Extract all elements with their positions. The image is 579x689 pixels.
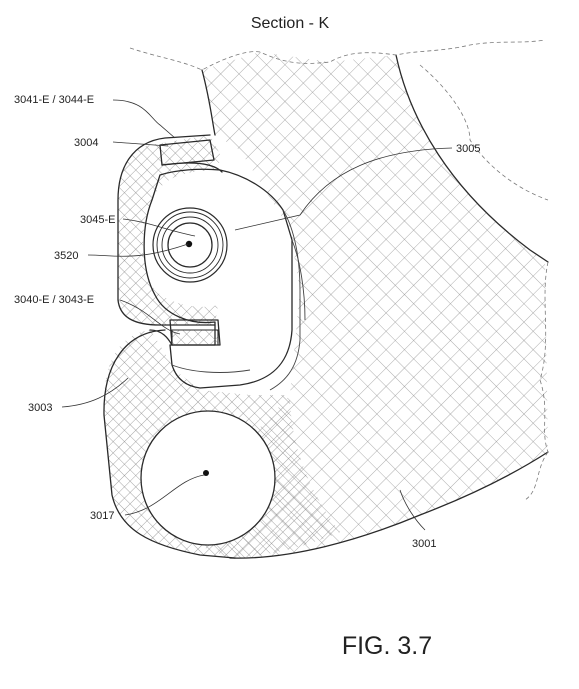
part-3003-outline [103, 329, 236, 559]
break-lines [129, 39, 549, 501]
body-left-edge [201, 69, 216, 136]
label-3017: 3017 [90, 510, 114, 522]
bore-3017 [140, 410, 276, 546]
label-3001: 3001 [412, 538, 436, 550]
label-3003: 3003 [28, 402, 52, 414]
figure-label: FIG. 3.7 [342, 632, 432, 660]
label-3045-e: 3045-E [80, 214, 115, 226]
label-3004: 3004 [74, 137, 98, 149]
body-right-edge [395, 54, 549, 263]
label-3005: 3005 [456, 143, 480, 155]
label-3520: 3520 [54, 250, 78, 262]
part-3004 [117, 134, 223, 326]
label-3041-e: 3041-E / 3044-E [14, 94, 94, 106]
part-3004-outline [117, 134, 216, 326]
diagram-title: Section - K [251, 15, 330, 32]
label-3040-e: 3040-E / 3043-E [14, 294, 94, 306]
reference-labels: 3041-E / 3044-E 3004 3005 3045-E 3520 30… [14, 94, 480, 550]
leader-lines [61, 99, 453, 531]
part-3005 [143, 168, 306, 391]
pin-3520 [152, 207, 228, 283]
